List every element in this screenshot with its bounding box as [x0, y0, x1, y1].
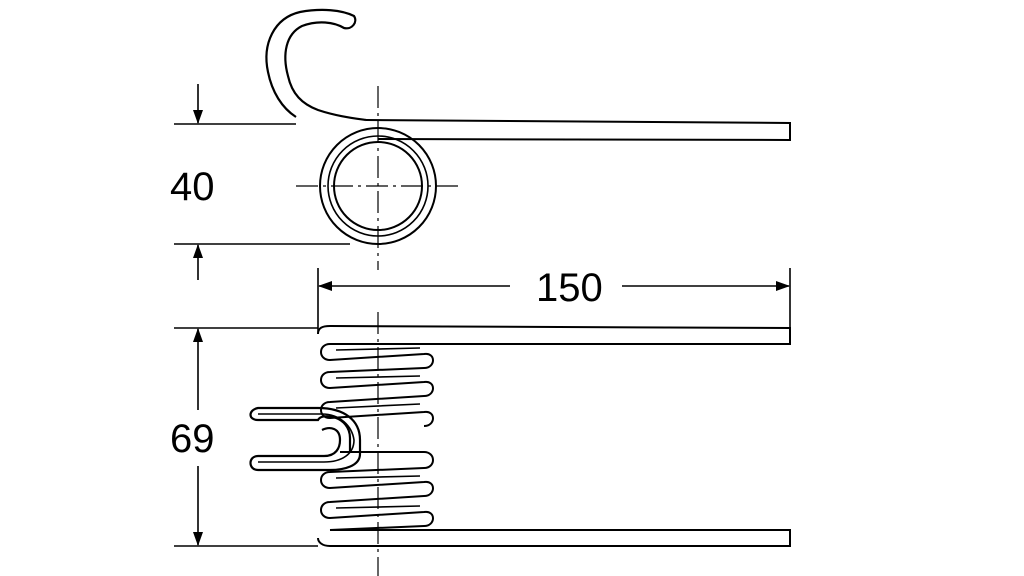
side-view: 69	[170, 312, 791, 576]
length-dimension: 150	[317, 266, 791, 334]
top-view: 40	[170, 8, 791, 280]
side-tine-arm-top	[317, 324, 791, 345]
dim-label-69: 69	[170, 417, 215, 461]
side-mounting-loop	[249, 406, 362, 472]
coil-winding-upper	[320, 343, 434, 427]
top-hook	[265, 8, 367, 122]
dim-label-40: 40	[170, 165, 215, 209]
top-tine-arm	[365, 119, 791, 142]
side-tine-arm-bottom	[317, 529, 791, 547]
dim-label-150: 150	[536, 266, 603, 310]
coil-winding-lower	[320, 451, 434, 531]
side-mounting-loop-inner	[258, 413, 355, 463]
